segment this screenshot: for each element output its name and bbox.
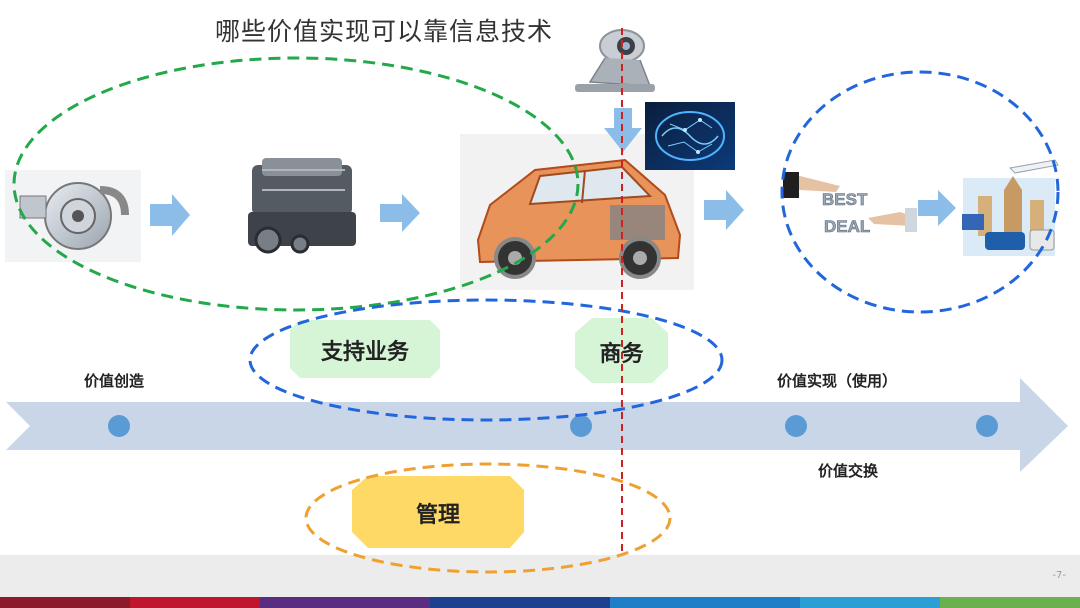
hexagon-label-business-support: 支持业务: [290, 334, 440, 366]
label-value-exchange: 价值交换: [818, 460, 878, 481]
page-title: 哪些价值实现可以靠信息技术: [215, 12, 553, 48]
timeline-arrow: [6, 378, 1068, 472]
webcam-image: [575, 30, 655, 92]
timeline-dot: [976, 415, 998, 437]
hexagon-label-commerce: 商务: [575, 336, 668, 368]
timeline-dot: [108, 415, 130, 437]
flow-arrow: [380, 194, 420, 232]
page-number: -7-: [1052, 570, 1066, 581]
timeline-dot: [785, 415, 807, 437]
footer-color-strip: [0, 597, 1080, 608]
flow-arrow: [150, 194, 190, 236]
travel-collage-image: [962, 160, 1058, 256]
turbocharger-image: [5, 170, 141, 262]
best-deal-line1: BEST: [822, 190, 868, 209]
flow-arrow: [704, 190, 744, 230]
brain-circuit-image: [645, 102, 735, 170]
flow-arrow: [918, 190, 956, 226]
label-value-creation: 价值创造: [84, 370, 144, 391]
engine-image: [236, 150, 364, 258]
label-value-realization: 价值实现（使用）: [777, 370, 897, 391]
timeline-dot: [570, 415, 592, 437]
best-deal-line2: DEAL: [824, 217, 870, 236]
hexagon-label-management: 管理: [352, 497, 524, 529]
